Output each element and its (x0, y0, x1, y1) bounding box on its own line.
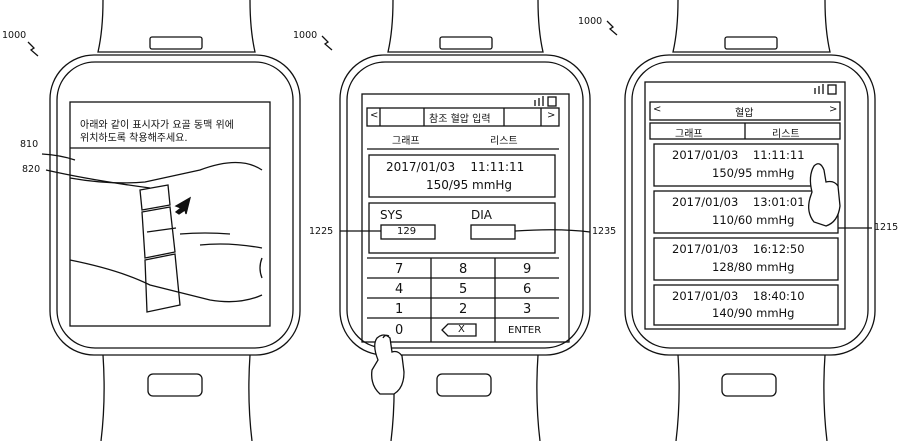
key-2[interactable]: 2 (459, 302, 468, 317)
key-enter[interactable]: ENTER (508, 325, 542, 336)
middle-watch (321, 0, 591, 441)
left-bottom-strap (100, 354, 253, 441)
middle-reading: 150/95 mmHg (426, 178, 513, 192)
right-finger (808, 163, 841, 227)
key-0[interactable]: 0 (395, 323, 404, 338)
left-top-button (149, 36, 203, 50)
ref-1235: 1235 (592, 226, 617, 237)
ref-1215: 1215 (874, 222, 899, 233)
key-7[interactable]: 7 (395, 262, 404, 277)
record-reading: 140/90 mmHg (712, 306, 795, 320)
sys-input (380, 224, 436, 240)
key-8[interactable]: 8 (459, 262, 468, 277)
middle-tab-graph[interactable]: 그래프 (392, 136, 420, 147)
ref-820: 820 (22, 164, 41, 175)
record-reading: 128/80 mmHg (712, 260, 795, 274)
arrow-indicator (174, 196, 192, 215)
key-5[interactable]: 5 (459, 282, 468, 297)
right-nav-right[interactable]: > (829, 104, 838, 115)
key-9[interactable]: 9 (523, 262, 532, 277)
backspace-key-outline (441, 323, 477, 337)
wrist-band-indicator (139, 184, 171, 211)
record-datetime: 2017/01/03 18:40:10 (672, 289, 805, 303)
record-reading: 150/95 mmHg (712, 166, 795, 180)
right-screen-frame (644, 81, 846, 330)
key-3[interactable]: 3 (523, 302, 532, 317)
key-4[interactable]: 4 (395, 282, 404, 297)
record-datetime: 2017/01/03 11:11:11 (672, 148, 805, 162)
key-6[interactable]: 6 (523, 282, 532, 297)
right-ref-squiggle (606, 20, 618, 36)
right-tab-list[interactable]: 리스트 (772, 129, 800, 140)
record-datetime: 2017/01/03 16:12:50 (672, 242, 805, 256)
left-top-strap (97, 0, 256, 53)
leader-810 (41, 153, 76, 161)
record-datetime: 2017/01/03 13:01:01 (672, 195, 805, 209)
instruction-line-1: 아래와 같이 표시자가 요골 동맥 위에 (80, 120, 234, 131)
middle-nav-left[interactable]: < (370, 110, 379, 121)
middle-screen-title: 참조 혈압 입력 (429, 114, 491, 125)
ref-1000-left: 1000 (2, 30, 27, 41)
right-screen-title: 혈압 (735, 108, 754, 119)
ref-1000-right: 1000 (578, 16, 603, 27)
middle-tab-list[interactable]: 리스트 (490, 136, 518, 147)
right-nav-left[interactable]: < (653, 104, 662, 115)
left-watch (27, 0, 301, 441)
ref-1225: 1225 (309, 226, 334, 237)
leader-1235 (514, 229, 591, 233)
right-tab-graph[interactable]: 그래프 (675, 129, 703, 140)
left-home-button (147, 373, 203, 397)
left-screen-frame (69, 101, 271, 327)
instruction-line-2: 위치하도록 착용해주세요. (80, 133, 188, 144)
key-1[interactable]: 1 (395, 302, 404, 317)
ref-1000-middle: 1000 (293, 30, 318, 41)
dia-input (470, 224, 516, 240)
middle-finger (371, 334, 405, 395)
middle-nav-right[interactable]: > (547, 110, 556, 121)
record-reading: 110/60 mmHg (712, 213, 795, 227)
middle-ref-squiggle (321, 35, 333, 51)
key-backspace[interactable]: X (458, 324, 465, 335)
right-watch (606, 0, 876, 441)
leader-820 (45, 169, 151, 189)
left-watch-body (49, 54, 301, 356)
middle-screen-frame (361, 93, 570, 343)
arm-outline-bottom (69, 259, 263, 303)
left-ref-squiggle (27, 41, 39, 57)
sys-value[interactable]: 129 (397, 226, 417, 237)
dia-label: DIA (471, 208, 492, 222)
ref-810: 810 (20, 139, 39, 150)
arm-outline-top (69, 161, 263, 184)
middle-datetime: 2017/01/03 11:11:11 (386, 160, 525, 174)
sys-label: SYS (380, 208, 403, 222)
